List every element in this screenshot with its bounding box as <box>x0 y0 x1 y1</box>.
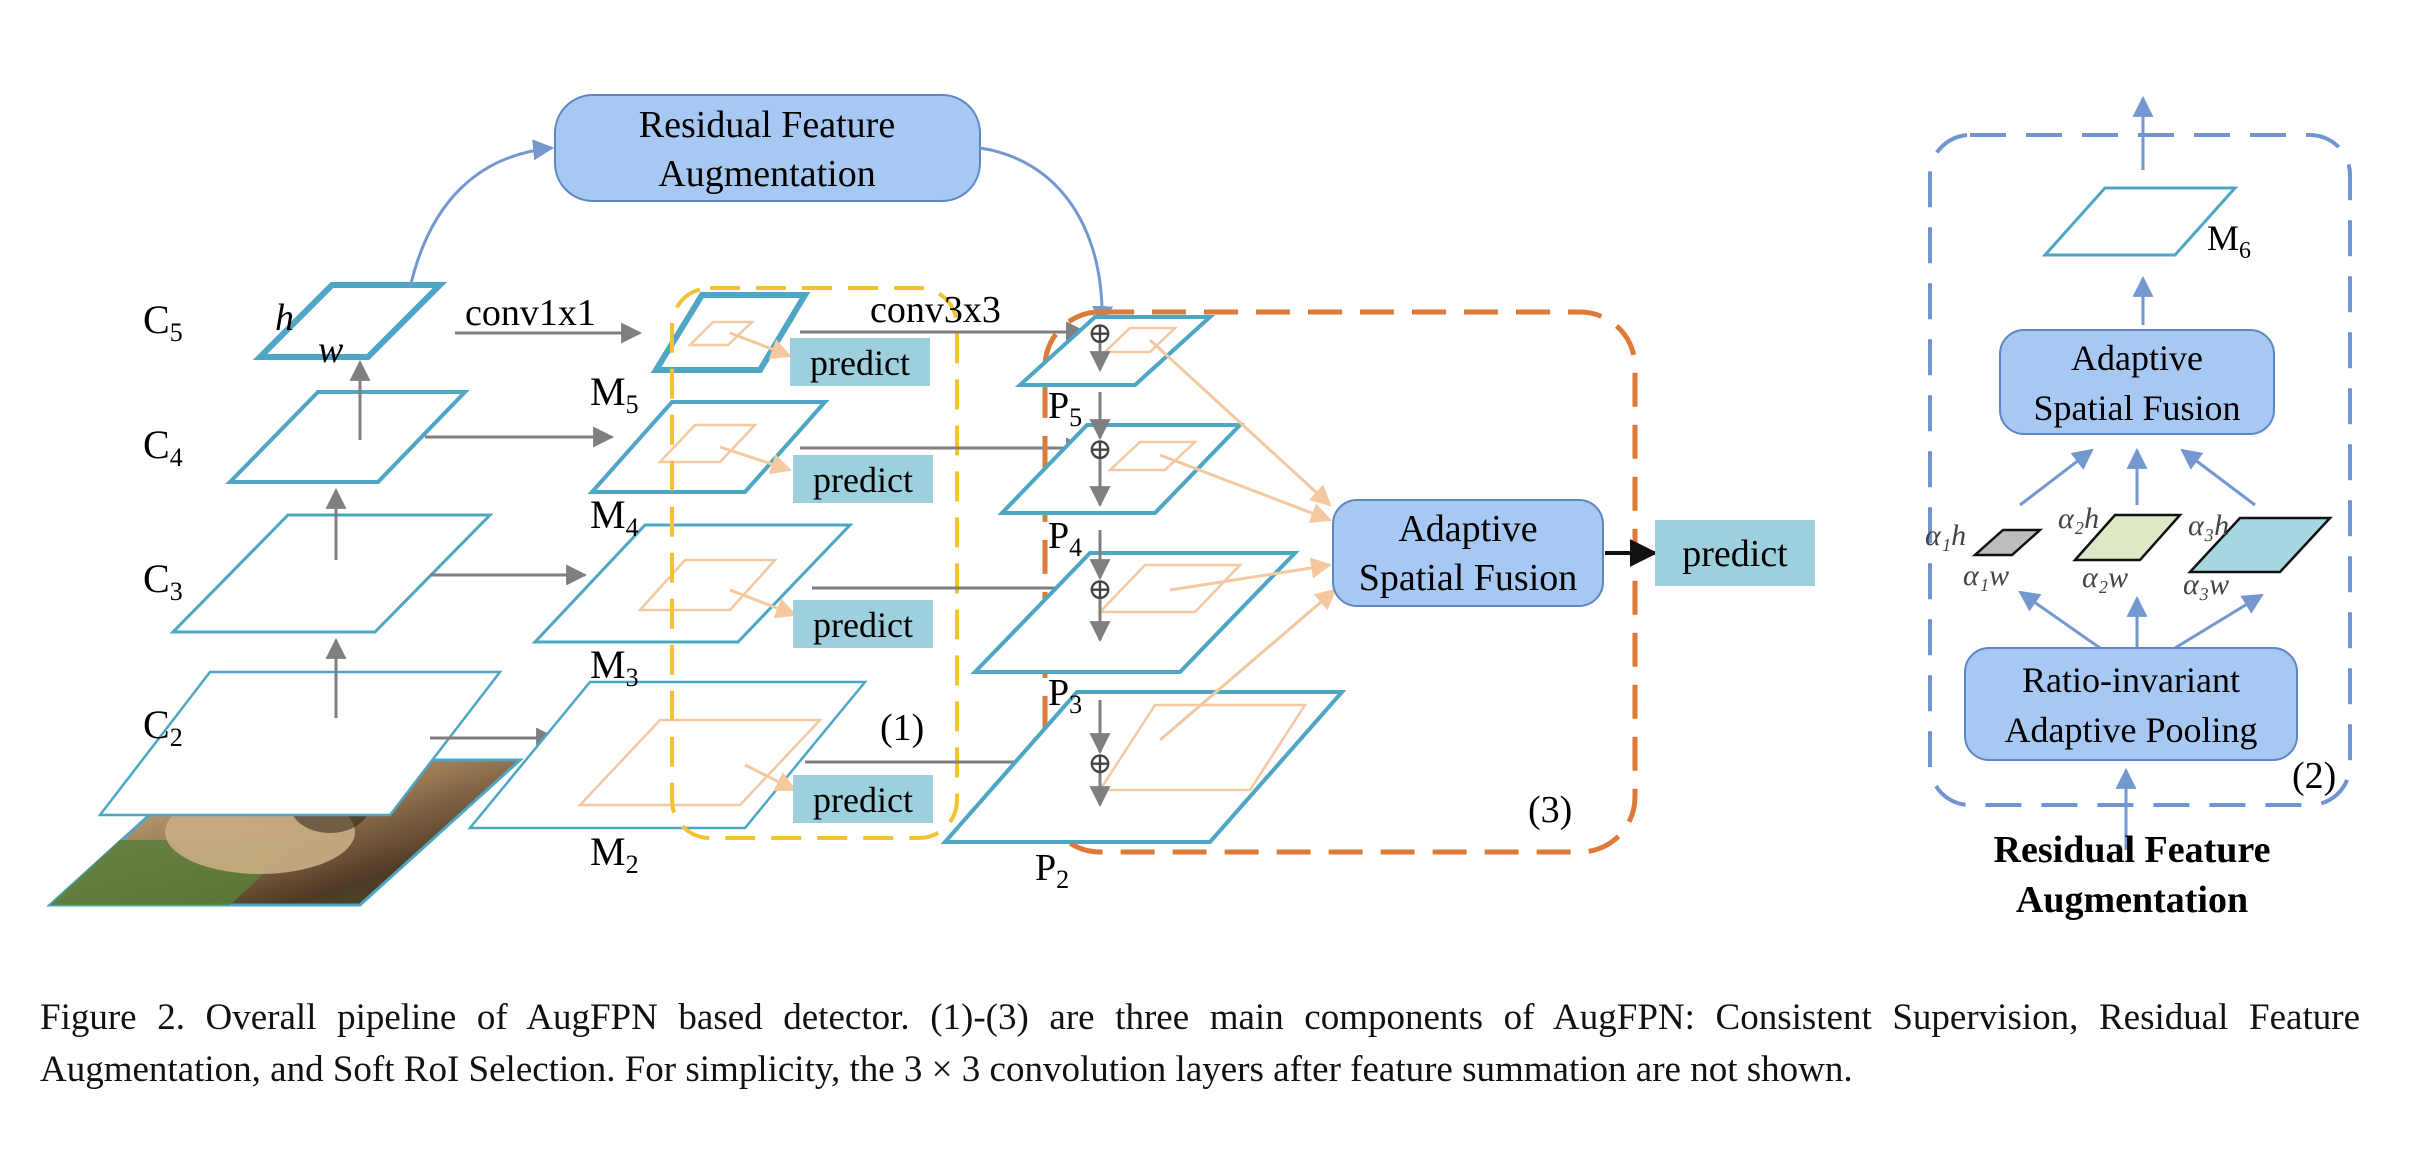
svg-text:Spatial Fusion: Spatial Fusion <box>2033 388 2240 428</box>
sum-node-p4: ⊕ <box>1087 433 1112 466</box>
m4-label: M4 <box>590 492 639 542</box>
m3-label: M3 <box>590 642 639 692</box>
rfa-detail-panel: (2) M6 Adaptive Spatial Fusion α₁h α₁w α… <box>1925 95 2352 921</box>
c4-label: C4 <box>143 422 183 472</box>
m2-layer <box>467 680 868 830</box>
asf-main-box: Adaptive Spatial Fusion <box>1332 499 1658 607</box>
lateral-connections: conv1x1 <box>425 292 643 749</box>
rap-box <box>1964 647 2298 761</box>
p5-label: P5 <box>1048 385 1082 432</box>
figure-caption-text: Figure 2. Overall pipeline of AugFPN bas… <box>40 997 2360 1090</box>
alpha1-w-label: α₁w <box>1963 559 2009 592</box>
component-2-label: (2) <box>2292 755 2336 797</box>
svg-text:predict: predict <box>1682 533 1788 575</box>
svg-text:predict: predict <box>813 605 913 645</box>
m6-label: M6 <box>2207 218 2251 264</box>
svg-text:Ratio-invariant: Ratio-invariant <box>2022 660 2240 700</box>
alpha3-w-label: α₃w <box>2183 568 2229 601</box>
sum-node-p2: ⊕ <box>1087 747 1112 780</box>
predict-box-m4: predict <box>793 455 933 503</box>
augfpn-pipeline-figure: C5 C4 C3 C2 h w Residual Feature Augment… <box>46 94 2352 921</box>
m3-layer <box>531 523 854 644</box>
p2-label: P2 <box>1035 847 1069 894</box>
pooled-map-3 <box>2187 516 2333 574</box>
rfa-detail-title-line1: Residual Feature <box>1994 829 2271 871</box>
svg-text:Adaptive: Adaptive <box>1398 508 1537 550</box>
alpha3-h-label: α₃h <box>2188 509 2229 542</box>
pyramid-layers: ⊕ ⊕ ⊕ ⊕ P5 P4 P3 P2 <box>940 315 1347 894</box>
svg-text:Adaptive Pooling: Adaptive Pooling <box>2005 710 2258 750</box>
m5-label: M5 <box>590 369 639 419</box>
c5-width-label: w <box>318 329 344 371</box>
component-1-label: (1) <box>880 707 924 749</box>
c4-layer <box>225 390 470 484</box>
svg-text:predict: predict <box>813 780 913 820</box>
alpha2-w-label: α₂w <box>2082 561 2128 594</box>
svg-text:predict: predict <box>810 343 910 383</box>
soft-roi-selection-region: (3) <box>1042 309 1638 855</box>
predict-box-m2: predict <box>793 775 933 823</box>
predict-box-m5: predict <box>790 338 930 386</box>
figure-caption: Figure 2. Overall pipeline of AugFPN bas… <box>40 992 2360 1096</box>
rfa-top-line2: Augmentation <box>658 153 875 195</box>
consistent-supervision-region: predict predict predict predict (1) <box>670 286 959 840</box>
rfa-top-line1: Residual Feature <box>639 104 895 146</box>
c2-layer <box>97 670 503 817</box>
m2-label: M2 <box>590 829 639 879</box>
c3-label: C3 <box>143 556 183 606</box>
svg-text:Spatial Fusion: Spatial Fusion <box>1359 557 1578 599</box>
conv3x3-label: conv3x3 <box>870 289 1001 331</box>
c5-layer <box>252 282 448 360</box>
c5-height-label: h <box>275 297 294 339</box>
m6-layer <box>2041 186 2239 257</box>
c2-label: C2 <box>143 702 183 752</box>
pooled-map-2 <box>2072 513 2183 562</box>
svg-text:predict: predict <box>813 460 913 500</box>
p2-layer <box>940 690 1347 844</box>
svg-text:Adaptive: Adaptive <box>2071 338 2203 378</box>
asf-detail-box <box>1999 329 2275 435</box>
component-3-label: (3) <box>1528 789 1572 831</box>
rfa-top-box: Residual Feature Augmentation <box>408 94 1114 328</box>
c3-layer <box>169 513 494 634</box>
predict-box-final: predict <box>1655 520 1815 586</box>
c5-label: C5 <box>143 297 183 347</box>
rfa-detail-title-line2: Augmentation <box>2016 879 2248 921</box>
predict-box-m3: predict <box>793 600 933 648</box>
alpha2-h-label: α₂h <box>2058 502 2099 535</box>
conv1x1-label: conv1x1 <box>465 292 596 334</box>
sum-node-p5: ⊕ <box>1087 317 1112 350</box>
sum-node-p3: ⊕ <box>1087 573 1112 606</box>
backbone-layers: C5 C4 C3 C2 h w <box>97 282 503 817</box>
topdown-connections: conv3x3 <box>800 289 1088 773</box>
p4-label: P4 <box>1048 515 1082 562</box>
alpha1-h-label: α₁h <box>1925 519 1966 552</box>
lateral-layers: M5 M4 M3 M2 <box>467 292 868 879</box>
pooled-map-1 <box>1971 528 2044 557</box>
p3-label: P3 <box>1048 672 1082 719</box>
m4-layer <box>587 400 830 494</box>
